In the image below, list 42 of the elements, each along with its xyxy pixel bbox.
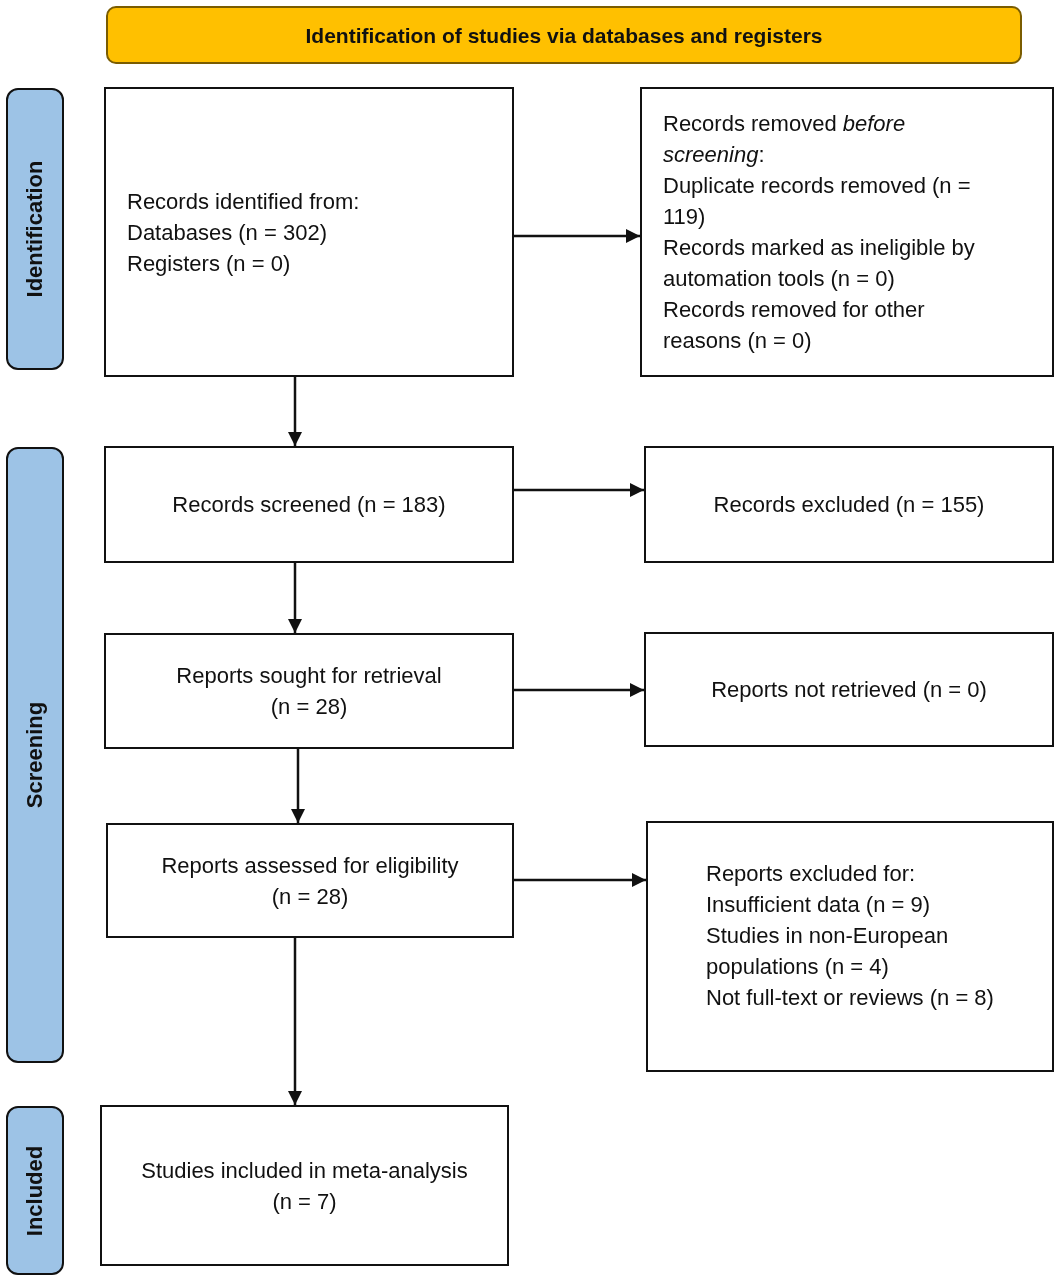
box-text: Databases (n = 302) xyxy=(127,218,327,247)
box-text: Records identified from: xyxy=(127,187,360,216)
box-text: Records removed before screening: xyxy=(663,110,907,169)
box-text: Records removed for other reasons (n = 0) xyxy=(663,296,926,355)
banner-title: Identification of studies via databases and registers xyxy=(305,22,823,49)
process-box xyxy=(104,446,514,563)
box-text: Registers (n = 0) xyxy=(127,249,291,278)
process-box xyxy=(104,87,514,377)
box-text: Insufficient data (n = 9) xyxy=(706,891,930,919)
arrow xyxy=(514,229,640,243)
phase-label: Included xyxy=(22,1145,48,1236)
arrow xyxy=(288,563,302,633)
phase-band xyxy=(6,88,64,370)
phase-label: Identification xyxy=(22,160,48,298)
box-text: Studies in non-European populations (n = 4) xyxy=(706,922,950,981)
box-text: Records marked as ineligible by automation tools (n = 0) xyxy=(663,234,976,293)
box-text: Studies included in meta-analysis (n = 7) xyxy=(140,1156,469,1216)
arrow xyxy=(514,873,646,887)
arrow xyxy=(288,938,302,1105)
process-box xyxy=(644,632,1054,747)
box-text: Not full-text or reviews (n = 8) xyxy=(706,984,994,1012)
arrow xyxy=(291,749,305,823)
phase-band xyxy=(6,1106,64,1275)
arrow xyxy=(514,683,644,697)
process-box xyxy=(100,1105,509,1266)
arrow xyxy=(288,377,302,446)
process-box xyxy=(644,446,1054,563)
box-text: Reports assessed for eligibility (n = 28) xyxy=(160,851,460,911)
phase-label: Screening xyxy=(22,701,48,809)
box-text: Records excluded (n = 155) xyxy=(713,491,985,519)
process-box xyxy=(646,821,1054,1072)
box-text: Reports sought for retrieval (n = 28) xyxy=(175,662,443,721)
box-text: Reports excluded for: xyxy=(706,860,916,888)
box-text: Records screened (n = 183) xyxy=(172,491,446,519)
process-box xyxy=(640,87,1054,377)
process-box xyxy=(104,633,514,749)
phase-band xyxy=(6,447,64,1063)
arrow xyxy=(514,483,644,497)
box-text: Duplicate records removed (n = 119) xyxy=(663,172,972,231)
phase-banner xyxy=(106,6,1022,64)
box-text: Reports not retrieved (n = 0) xyxy=(711,676,987,704)
process-box xyxy=(106,823,514,938)
